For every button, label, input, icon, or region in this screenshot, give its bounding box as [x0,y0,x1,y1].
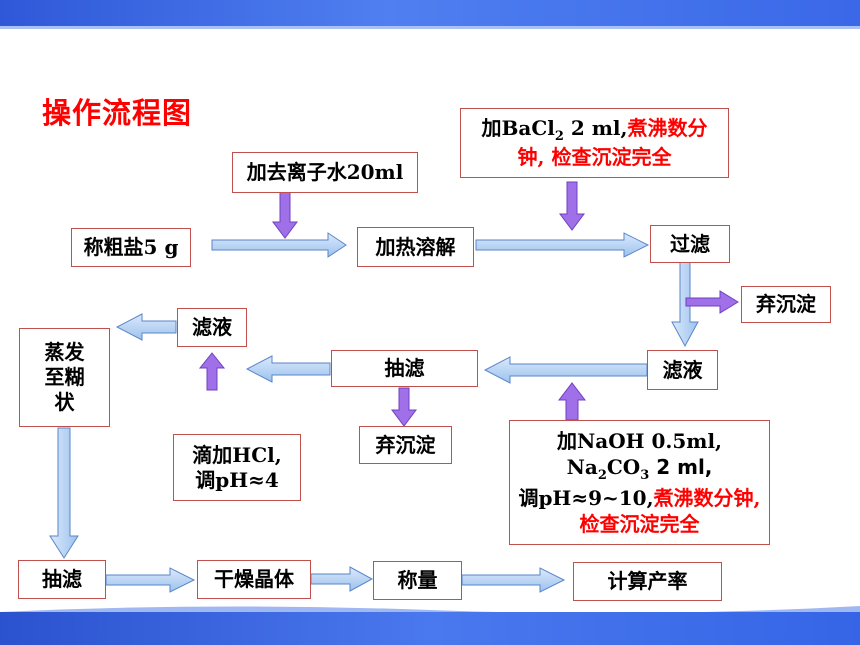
arrow-weigh-to-yield [461,567,566,593]
naoh-boil: 煮沸数分钟, [653,485,761,510]
naoh-co: CO [606,455,641,480]
arrow-to-discard1 [685,290,739,314]
naoh-line3: 调pH≈9~10,煮沸数分钟, [518,485,760,511]
box-suction-2: 抽滤 [18,560,106,599]
evaporate-line2: 至糊 [44,365,85,389]
box-heat-dissolve: 加热溶解 [357,227,474,267]
box-filter-label: 过滤 [670,231,710,256]
box-discard-2-label: 弃沉淀 [375,432,436,457]
box-evaporate: 蒸发 至糊 状 [19,328,110,427]
naoh-sub1: 2 [597,468,607,484]
evaporate-line1: 蒸发 [44,340,85,364]
box-add-bacl2: 加BaCl2 2 ml,煮沸数分 钟, 检查沉淀完全 [460,108,729,178]
arrow-water-down [272,191,298,239]
arrow-filter-to-filtrate [671,261,699,348]
box-filtrate-upper-label: 滤液 [192,315,232,339]
arrow-evaporate-to-suction [49,427,79,559]
box-add-naoh: 加NaOH 0.5ml, Na2CO3 2 ml, 调pH≈9~10,煮沸数分钟… [509,420,770,545]
bacl2-line1: 加BaCl2 2 ml,煮沸数分 [481,116,707,145]
box-weigh-salt: 称粗盐5 g [71,228,191,267]
box-dry-crystal: 干燥晶体 [197,560,311,599]
box-filtrate-upper: 滤液 [177,308,247,347]
hcl-line2: 调pH≈4 [195,467,279,492]
naoh-sub2: 3 [640,468,650,484]
bacl2-subscript: 2 [554,128,564,144]
arrow-suction-down-discard [391,387,417,427]
box-add-hcl: 滴加HCl, 调pH≈4 [173,434,301,501]
bacl2-line2: 钟, 检查沉淀完全 [517,145,672,170]
box-add-water-label: 加去离子水20ml [246,160,404,184]
box-dry-crystal-label: 干燥晶体 [214,567,294,591]
arrow-hcl-up [198,352,226,391]
arrow-suction-to-filtrate [245,355,331,383]
box-weigh-label: 称量 [397,568,438,592]
arrow-dry-to-weigh [310,566,374,592]
arrow-suction-to-dry [105,567,196,593]
bacl2-text-red1: 煮沸数分 [627,115,708,140]
bacl2-text-a: 加BaCl [481,115,555,140]
arrow-naoh-up [557,382,587,421]
arrow-weigh-to-heat [211,232,347,258]
naoh-line1: 加NaOH 0.5ml, [556,429,723,454]
arrow-bacl2-down [559,181,585,231]
box-discard-1-label: 弃沉淀 [756,292,816,316]
page-title: 操作流程图 [42,96,193,130]
box-heat-dissolve-label: 加热溶解 [375,234,456,259]
top-banner-shine [0,26,860,29]
naoh-ml: 2 ml, [649,455,713,480]
arrow-filtrate-to-suction [483,356,648,384]
bacl2-text-b: 2 ml, [563,115,628,140]
arrow-heat-to-filter [475,232,650,258]
bottom-banner [0,612,860,645]
naoh-line2: Na2CO3 2 ml, [567,454,713,485]
box-discard-1: 弃沉淀 [741,286,831,323]
naoh-line4: 检查沉淀完全 [579,511,700,536]
arrow-filtrate-to-evaporate [115,313,177,341]
hcl-line1: 滴加HCl, [192,442,282,467]
box-add-water: 加去离子水20ml [232,152,418,193]
box-calc-yield-label: 计算产率 [607,569,688,593]
naoh-na: Na [566,455,598,480]
box-filter: 过滤 [650,225,730,263]
top-banner [0,0,860,26]
box-filtrate-right-label: 滤液 [662,357,703,382]
box-calc-yield: 计算产率 [573,562,722,601]
box-weigh-salt-label: 称粗盐5 g [83,235,179,259]
box-suction-2-label: 抽滤 [42,567,82,591]
box-filtrate-right: 滤液 [647,350,718,390]
box-suction-1: 抽滤 [331,350,478,387]
box-discard-2: 弃沉淀 [359,426,452,464]
box-weigh: 称量 [373,561,462,600]
evaporate-line3: 状 [54,390,75,414]
box-suction-1-label: 抽滤 [384,356,425,380]
naoh-ph: 调pH≈9~10, [518,485,654,510]
